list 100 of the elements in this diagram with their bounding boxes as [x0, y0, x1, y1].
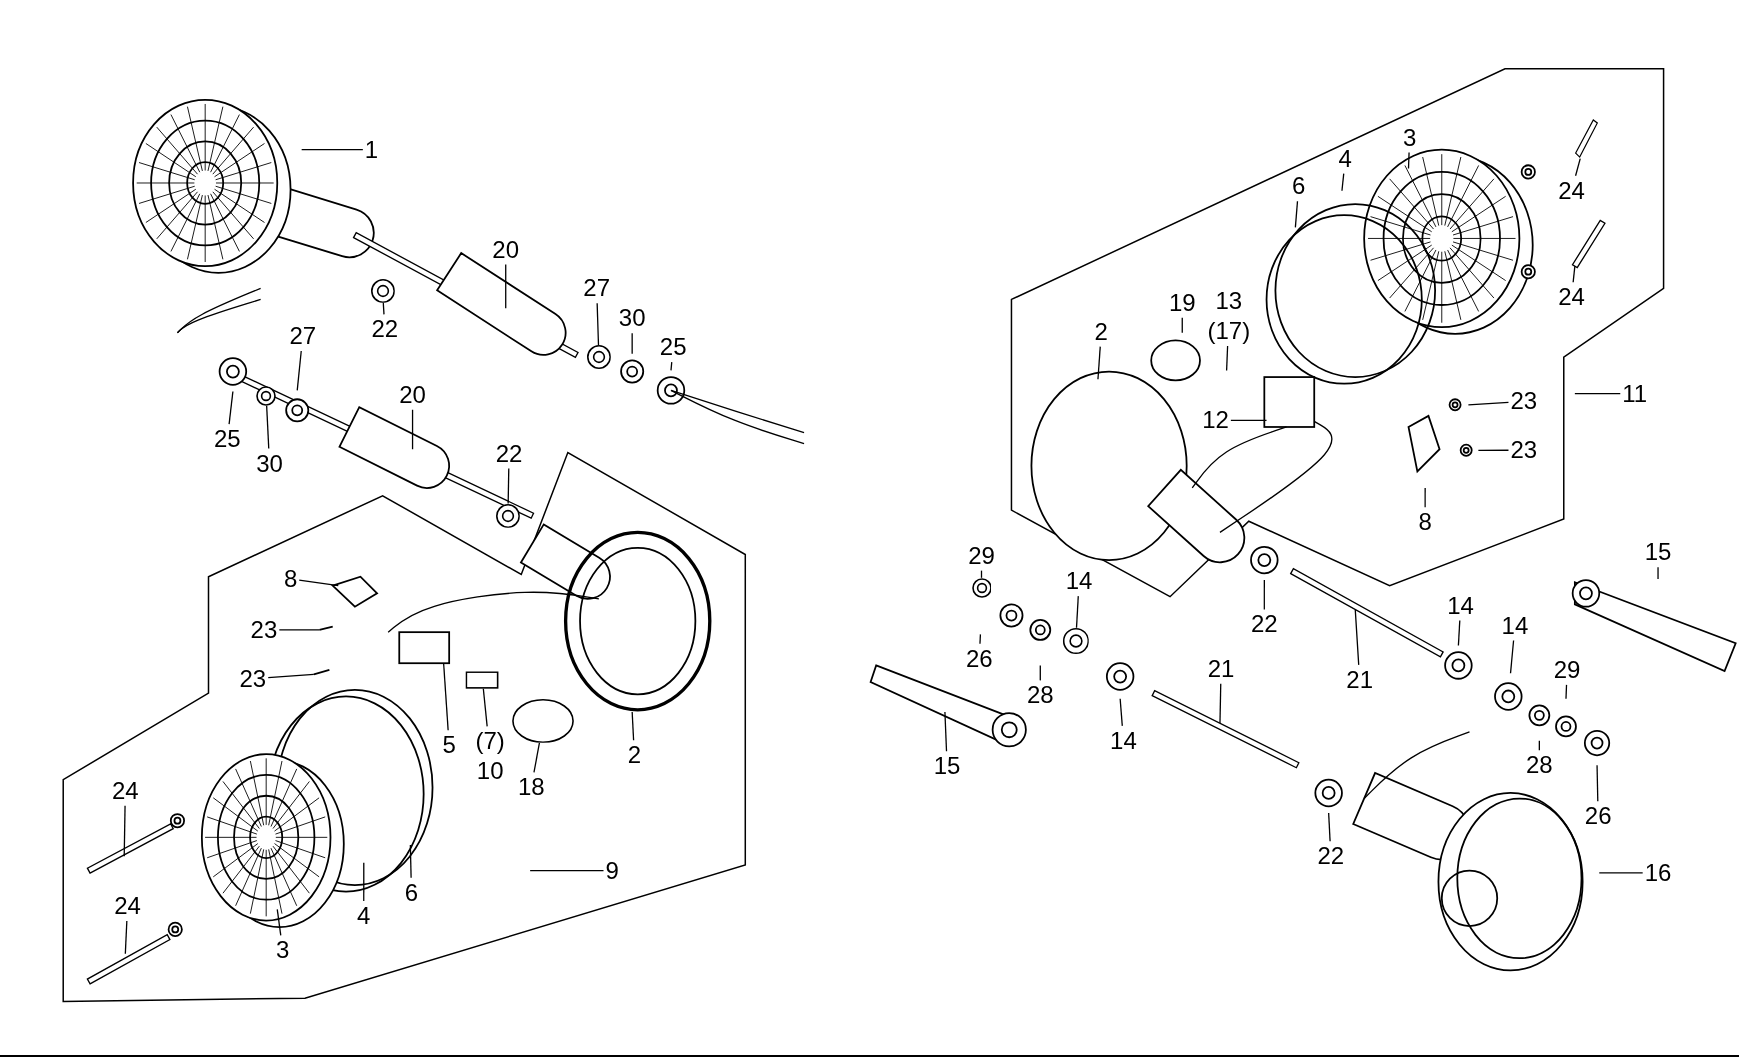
leader-line — [1572, 265, 1576, 283]
leader-line — [1477, 449, 1510, 451]
callout-number: 11 — [1620, 378, 1650, 409]
callout-number: 27 — [581, 273, 612, 304]
callout-number: 14 — [1063, 566, 1095, 597]
callout-number: 24 — [112, 891, 143, 922]
leader-line — [276, 908, 282, 937]
leader-line — [533, 742, 541, 774]
callout-number: 1 — [362, 134, 381, 165]
callout-number: 3 — [274, 935, 292, 966]
callout-number: 2 — [1092, 316, 1110, 347]
callout-number: 24 — [109, 775, 141, 806]
nut-drawing — [370, 278, 395, 303]
leader-line — [631, 332, 633, 355]
callout-number: 14 — [1445, 590, 1476, 621]
leader-line — [1424, 487, 1426, 508]
callout-number: 19 — [1166, 287, 1198, 318]
callout-number: 29 — [1551, 654, 1583, 685]
leader-line — [363, 862, 365, 902]
leader-line — [298, 579, 339, 587]
callout-number: 28 — [1024, 680, 1056, 711]
callout-number: 28 — [1524, 750, 1555, 781]
leader-line — [482, 688, 488, 728]
callout-number: 16 — [1642, 857, 1674, 888]
bulb-socket-drawing — [465, 671, 500, 689]
callout-number: 15 — [1642, 537, 1674, 568]
leader-line — [1075, 595, 1079, 629]
bulb-drawing — [512, 698, 575, 744]
callout-number: 20 — [397, 379, 428, 410]
callout-number: 22 — [1315, 841, 1347, 872]
washer-drawing — [256, 385, 277, 406]
leader-line — [1181, 317, 1183, 334]
leader-line — [1565, 684, 1568, 700]
leader-line — [442, 662, 449, 731]
leader-line — [1219, 683, 1222, 724]
callout-number: 27 — [287, 321, 319, 352]
leader-line — [1225, 345, 1229, 372]
callout-number: 21 — [1344, 664, 1376, 695]
callout-number: 6 — [1290, 171, 1308, 202]
callout-number: 23 — [1508, 435, 1540, 466]
leader-line — [123, 805, 126, 857]
leader-line — [596, 302, 600, 346]
callout-number: 12 — [1200, 405, 1231, 436]
leader-line — [1457, 619, 1461, 647]
leader-line — [1467, 401, 1510, 406]
callout-number: 30 — [616, 303, 648, 334]
callout-number: 24 — [1556, 175, 1587, 206]
leader-line — [505, 263, 507, 309]
leader-line — [411, 409, 414, 450]
callout-number: 23 — [248, 614, 280, 645]
callout-number: 4 — [355, 901, 373, 932]
callout-number: 6 — [402, 877, 421, 908]
callout-number: 22 — [493, 438, 525, 469]
callout-number: 22 — [1248, 609, 1280, 640]
leader-line — [296, 350, 302, 392]
callout-number: 25 — [212, 424, 243, 455]
leader-line — [670, 361, 673, 372]
leader-line — [1097, 345, 1101, 380]
leader-line — [301, 149, 364, 151]
leader-line — [1538, 740, 1540, 751]
callout-number: 22 — [369, 314, 401, 345]
callout-number: 15 — [931, 751, 963, 782]
leader-line — [631, 711, 635, 741]
callout-number: 24 — [1556, 282, 1587, 313]
callout-number: 3 — [1400, 122, 1419, 153]
callout-number: 26 — [1582, 801, 1614, 832]
leader-line — [529, 869, 605, 872]
callout-number: 14 — [1108, 725, 1139, 756]
callout-number: 21 — [1205, 653, 1237, 684]
leader-line — [1509, 639, 1515, 674]
leader-line — [1596, 764, 1599, 802]
callout-number: 8 — [1416, 507, 1434, 538]
leader-line — [278, 629, 321, 631]
leader-line — [409, 844, 412, 879]
leader-line — [1657, 566, 1659, 580]
leader-line — [944, 711, 948, 752]
callout-number: 14 — [1499, 610, 1531, 641]
leader-line — [1407, 151, 1410, 170]
leader-line — [1119, 698, 1123, 727]
callout-number: 29 — [966, 540, 997, 571]
bolt-drawing — [1572, 116, 1600, 159]
callout-number: 8 — [281, 563, 300, 594]
leader-line — [1294, 200, 1299, 228]
leader-line — [228, 390, 234, 425]
callout-number: 25 — [657, 332, 689, 363]
nut-drawing — [971, 577, 992, 598]
callout-number: 13 (17) — [1205, 286, 1253, 347]
collar-drawing — [1062, 627, 1090, 655]
callout-number: 18 — [515, 772, 547, 803]
callout-number: 4 — [1336, 143, 1354, 174]
callout-number: 23 — [237, 663, 269, 694]
leader-line — [1263, 579, 1265, 611]
callout-number: 26 — [963, 643, 995, 674]
leader-line — [507, 467, 510, 505]
leader-line — [1328, 812, 1331, 842]
leader-line — [1039, 664, 1041, 682]
leader-line — [1574, 157, 1581, 177]
callout-number: (7) 10 — [473, 726, 507, 787]
leader-line — [267, 673, 315, 679]
leader-line — [979, 633, 982, 645]
